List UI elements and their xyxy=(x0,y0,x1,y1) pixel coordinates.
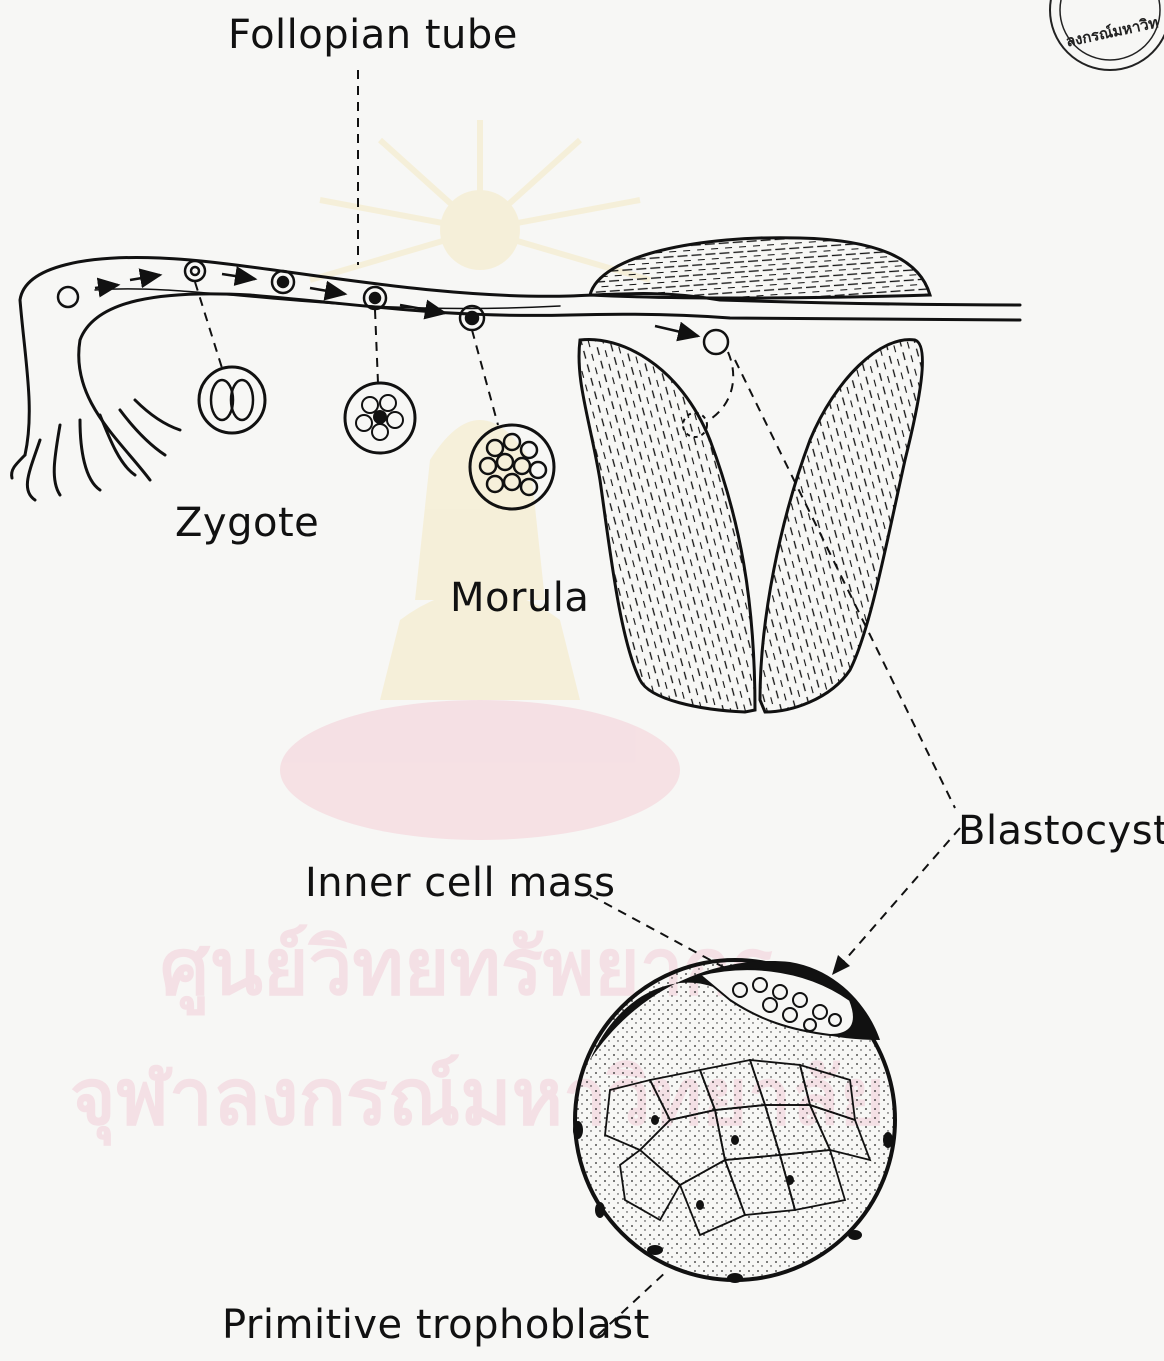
blastocyst-large xyxy=(573,960,895,1283)
uterus-wall-left xyxy=(579,339,755,712)
label-primitive-trophoblast: Primitive trophoblast xyxy=(222,1302,650,1348)
uterus-wall-right xyxy=(760,340,922,712)
cleavage-cell xyxy=(345,383,415,453)
label-zygote: Zygote xyxy=(175,500,319,546)
label-inner-cell-mass: Inner cell mass xyxy=(305,860,615,906)
blastocyst-arrowhead xyxy=(832,955,850,975)
label-morula: Morula xyxy=(450,575,589,621)
morula-cell xyxy=(470,425,554,509)
label-blastocyst: Blastocyst xyxy=(958,808,1164,854)
uterus-fundus xyxy=(590,238,930,298)
zygote-cell xyxy=(199,367,265,433)
label-fallopian-tube: Follopian tube xyxy=(228,12,518,58)
